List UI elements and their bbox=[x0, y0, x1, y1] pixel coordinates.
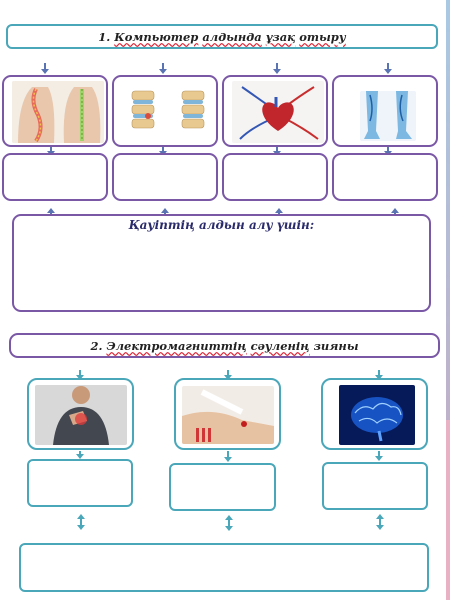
answer-box-1[interactable] bbox=[2, 153, 108, 201]
image-card-brain bbox=[321, 378, 428, 450]
arrow-down bbox=[273, 63, 281, 74]
arrow-down bbox=[384, 63, 392, 74]
brain-icon bbox=[339, 385, 415, 445]
image-card-chest-pain bbox=[27, 378, 134, 450]
summary-box[interactable] bbox=[19, 543, 429, 592]
vertebrae-icon bbox=[122, 81, 214, 143]
section1-title-box: 1. Компьютер алдында ұзақ отыру bbox=[6, 24, 438, 49]
arrow-down bbox=[159, 63, 167, 74]
answer-box-6[interactable] bbox=[169, 463, 276, 511]
chest-pain-icon bbox=[35, 385, 127, 445]
answer-box-5[interactable] bbox=[27, 459, 133, 507]
image-card-heart bbox=[222, 75, 328, 147]
answer-box-2[interactable] bbox=[112, 153, 218, 201]
blood-test-icon bbox=[182, 386, 274, 444]
answer-box-4[interactable] bbox=[332, 153, 438, 201]
section1-title: 1. Компьютер алдында ұзақ отыру bbox=[98, 29, 346, 44]
section2-title-box: 2. Электромагниттің сәуленің зияны bbox=[9, 333, 440, 358]
arrow-down bbox=[375, 370, 383, 380]
spine-icon bbox=[12, 81, 104, 143]
arrow-down bbox=[224, 451, 232, 462]
answer-box-7[interactable] bbox=[322, 462, 428, 510]
image-card-spine bbox=[2, 75, 108, 147]
image-card-vertebrae bbox=[112, 75, 218, 147]
answer-box-3[interactable] bbox=[222, 153, 328, 201]
legs-veins-icon bbox=[360, 91, 416, 141]
arrow-down bbox=[375, 451, 383, 461]
arrow-bidirectional bbox=[77, 514, 85, 530]
heart-circulation-icon bbox=[232, 81, 324, 143]
arrow-down bbox=[224, 370, 232, 380]
section2-title: 2. Электромагниттің сәуленің зияны bbox=[90, 338, 359, 353]
page-edge-decoration bbox=[446, 0, 450, 600]
image-card-legs bbox=[332, 75, 438, 147]
prevention-label: Қауіптің алдын алу үшін: bbox=[128, 218, 315, 232]
arrow-down bbox=[41, 63, 49, 74]
prevention-box[interactable]: Қауіптің алдын алу үшін: bbox=[12, 214, 431, 312]
image-card-blood-test bbox=[174, 378, 281, 450]
arrow-bidirectional bbox=[225, 515, 233, 531]
arrow-down bbox=[76, 370, 84, 380]
page-edge-decoration-accent bbox=[446, 420, 450, 600]
arrow-bidirectional bbox=[376, 514, 384, 530]
arrow-down bbox=[76, 451, 84, 459]
